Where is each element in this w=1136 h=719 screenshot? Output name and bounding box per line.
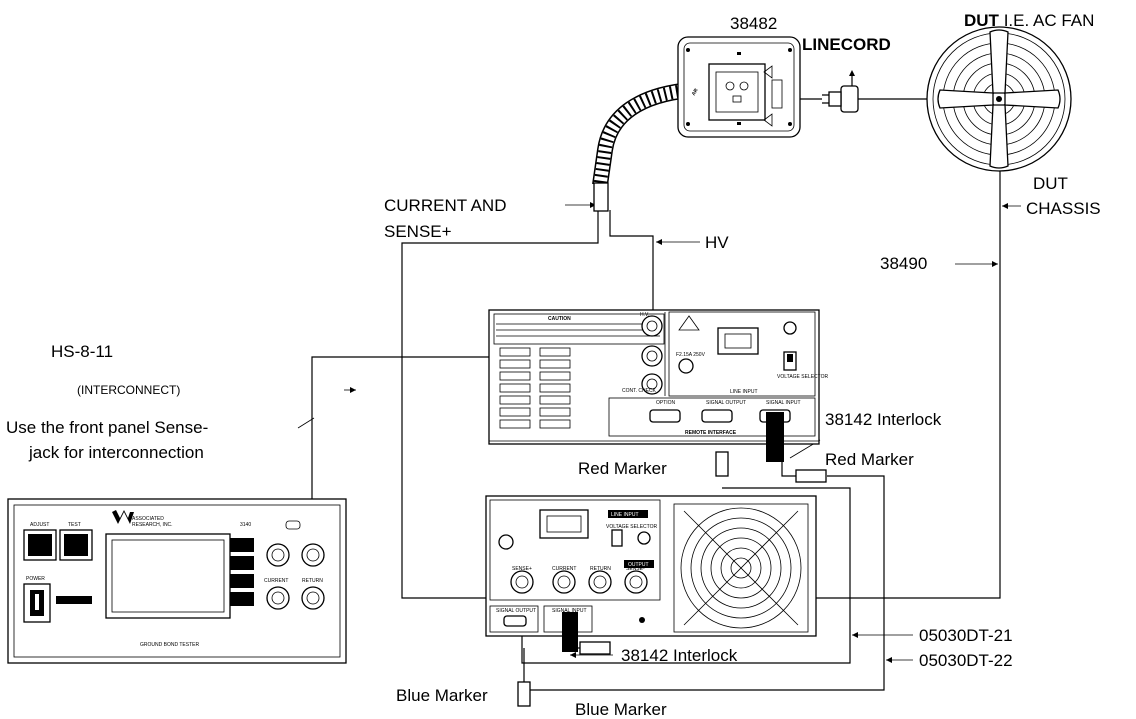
note-line-2: jack for interconnection [28, 443, 204, 462]
hs-cable-label: HS-8-11 [51, 342, 113, 361]
brand-line-2: RESEARCH, INC. [132, 522, 173, 528]
adapter-38482: AR [592, 36, 801, 212]
ar-logo-icon [112, 510, 134, 524]
dut-bold-text: DUT [964, 11, 1000, 30]
wire-38490-current-sense [401, 170, 1001, 599]
wire-interlock-top [781, 460, 796, 477]
wire-05030dt-22 [523, 475, 885, 691]
wire-hv [609, 210, 654, 322]
hv-wire-label: HV [705, 233, 729, 252]
red-marker-right-label: Red Marker [825, 450, 914, 469]
current-label: CURRENT [552, 566, 576, 572]
tester-footer-label: GROUND BOND TESTER [140, 642, 199, 648]
front-sense-jack[interactable] [301, 543, 325, 567]
dut-chassis-label-1: DUT [1033, 174, 1068, 193]
red-marker-right-tag [795, 469, 827, 483]
adapter-id-label: 38482 [730, 14, 777, 33]
signal-output-port-top[interactable] [701, 409, 733, 423]
dut-chassis-label-2: CHASSIS [1026, 199, 1101, 218]
rear-panel-bottom: LINE INPUT VOLTAGE SELECTOR OUTPUT SENSE… [485, 495, 817, 652]
wire-05030dt-21 [521, 487, 851, 664]
adjust-label: ADJUST [30, 522, 49, 528]
vents-top-panel [499, 347, 571, 429]
sense-plus-label: SENSE+ [512, 566, 532, 572]
annotations: 38482 LINECORD DUT I.E. AC FAN DUT CHASS… [6, 11, 1101, 719]
fuse-holder-bottom[interactable] [498, 534, 514, 550]
cable-22-label: 05030DT-22 [919, 651, 1013, 670]
linecord-label: LINECORD [802, 35, 891, 54]
sense-plus-post[interactable] [510, 570, 534, 594]
test-label: TEST [68, 522, 81, 528]
front-current-post[interactable] [266, 586, 290, 610]
svg-text:AR: AR [691, 87, 700, 97]
signal-input-label-top: SIGNAL INPUT [766, 400, 801, 406]
signal-output-label-top: SIGNAL OUTPUT [706, 400, 746, 406]
option-label: OPTION [656, 400, 676, 406]
dut-fan [926, 26, 1072, 172]
interconnect-label: (INTERCONNECT) [77, 383, 180, 397]
output-label: OUTPUT [628, 562, 649, 568]
dut-label: DUT I.E. AC FAN [964, 11, 1094, 30]
model-label: 3140 [240, 522, 251, 528]
interlock-plug-top[interactable] [766, 412, 784, 462]
cont-check-label: CONT. CHECK [622, 388, 657, 394]
line-input-label-bottom: LINE INPUT [611, 512, 639, 518]
fuse-holder-top[interactable] [678, 358, 694, 374]
hv-connector[interactable] [641, 315, 663, 337]
cable-38490-label: 38490 [880, 254, 927, 273]
current-sense-label-2: SENSE+ [384, 222, 452, 241]
current-post[interactable] [552, 570, 576, 594]
brand-line-1: ASSOCIATED [132, 516, 164, 522]
line-input-label-top: LINE INPUT [730, 389, 758, 395]
sense-minus-post[interactable] [624, 570, 648, 594]
front-current-jack[interactable] [266, 543, 290, 567]
rear-panel-top: CAUTION CONT. CHECK H.V. [488, 309, 829, 462]
caution-label: CAUTION [548, 316, 571, 322]
current-sense-label-1: CURRENT AND [384, 196, 506, 215]
cont-check-connector[interactable] [641, 373, 663, 395]
power-inlet-bottom[interactable] [539, 509, 589, 539]
red-marker-left-label: Red Marker [578, 459, 667, 478]
blue-marker-bottom-tag [579, 641, 611, 655]
signal-output-port-bottom[interactable] [503, 615, 527, 627]
sense-connector[interactable] [641, 345, 663, 367]
blue-marker-left-tag [517, 681, 531, 707]
leader-lines [297, 202, 1021, 663]
ground-bond-tester-front: ADJUST TEST CURRENT RETURN ASSOCIATED RE… [7, 498, 347, 664]
blue-marker-bottom-label: Blue Marker [575, 700, 667, 719]
dut-desc-text: I.E. AC FAN [1004, 11, 1095, 30]
note-line-1: Use the front panel Sense- [6, 418, 208, 437]
voltage-selector-label-top: VOLTAGE SELECTOR [777, 374, 829, 380]
front-return-post[interactable] [301, 586, 325, 610]
remote-interface-label: REMOTE INTERFACE [685, 430, 737, 436]
voltage-selector-label-bottom: VOLTAGE SELECTOR [606, 524, 658, 530]
red-marker-left-tag [715, 451, 729, 477]
wires [311, 98, 1001, 700]
return-label: RETURN [590, 566, 611, 572]
power-inlet-top[interactable] [717, 327, 759, 355]
interlock-bottom-label: 38142 Interlock [621, 646, 738, 665]
sense-minus-label: SENSE- [626, 566, 645, 572]
tester-display [105, 533, 231, 619]
cable-21-label: 05030DT-21 [919, 626, 1013, 645]
option-port[interactable] [649, 409, 681, 423]
signal-input-label-bottom: SIGNAL INPUT [552, 608, 587, 614]
signal-output-label-bottom: SIGNAL OUTPUT [496, 608, 536, 614]
front-return-label: RETURN [302, 578, 323, 584]
front-current-label: CURRENT [264, 578, 288, 584]
return-post[interactable] [588, 570, 612, 594]
hv-label: H.V. [640, 312, 649, 318]
interlock-plug-bottom[interactable] [562, 612, 578, 652]
linecord-plug [822, 70, 859, 113]
voltage-selector-bottom[interactable] [611, 529, 623, 547]
fan-grille [673, 503, 809, 633]
blue-marker-left-label: Blue Marker [396, 686, 488, 705]
interlock-top-label: 38142 Interlock [825, 410, 942, 429]
power-label: POWER [26, 576, 45, 582]
fuse-label: F2.15A 250V [676, 352, 706, 358]
